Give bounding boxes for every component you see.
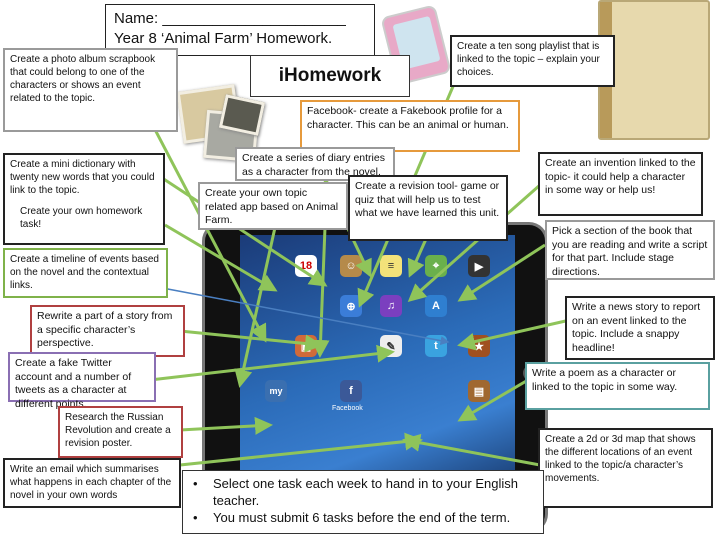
pen-app-icon: ✎: [380, 335, 402, 357]
task-timeline: Create a timeline of events based on the…: [3, 248, 168, 298]
game-app-icon: ★: [468, 335, 490, 357]
facebook-app-label: Facebook: [332, 405, 363, 412]
page-title: Year 8 ‘Animal Farm’ Homework.: [114, 30, 333, 48]
itunes-app-icon: ♫: [380, 295, 402, 317]
task-russian-revolution: Research the Russian Revolution and crea…: [58, 406, 183, 458]
twitter-app-icon: t: [425, 335, 447, 357]
calendar-day: 18: [299, 260, 313, 272]
task-twitter-account: Create a fake Twitter account and a numb…: [8, 352, 156, 410]
task-photo-album: Create a photo album scrapbook that coul…: [3, 48, 178, 132]
maps-app-icon: ⌖: [425, 255, 447, 277]
task-email-summary: Write an email which summarises what hap…: [3, 458, 181, 508]
newsstand-app-icon: ▤: [468, 380, 490, 402]
task-own-app: Create your own topic related app based …: [198, 182, 348, 230]
video-app-icon: ▶: [468, 255, 490, 277]
task-mini-dictionary-text: Create a mini dictionary with twenty new…: [10, 159, 155, 196]
title-box: Name: ______________________ Year 8 ‘Ani…: [105, 4, 375, 56]
task-revision-tool: Create a revision tool- game or quiz tha…: [348, 175, 508, 241]
myhomework-app-icon: my: [265, 380, 287, 402]
facebook-app-icon: f: [340, 380, 362, 402]
contacts-app-icon: ☺: [340, 255, 362, 277]
ihomework-heading: iHomework: [250, 55, 410, 97]
task-diary: Create a series of diary entries as a ch…: [235, 147, 395, 181]
instructions-box: Select one task each week to hand in to …: [182, 470, 544, 534]
task-script: Pick a section of the book that you are …: [545, 220, 715, 280]
name-line: Name: ______________________: [114, 10, 346, 27]
task-news-story: Write a news story to report on an event…: [565, 296, 715, 360]
safari-app-icon: ⊕: [340, 295, 362, 317]
instruction-item: You must submit 6 tasks before the end o…: [193, 510, 533, 527]
task-poem: Write a poem as a character or linked to…: [525, 362, 710, 410]
instruction-item: Select one task each week to hand in to …: [193, 476, 533, 510]
task-rewrite-story: Rewrite a part of a story from a specifi…: [30, 305, 185, 357]
task-facebook: Facebook- create a Fakebook profile for …: [300, 100, 520, 152]
task-own-homework-text: Create your own homework task!: [20, 206, 143, 230]
task-song-playlist: Create a ten song playlist that is linke…: [450, 35, 615, 87]
photo-app-icon: ▣: [295, 335, 317, 357]
notes-app-icon: ≡: [380, 255, 402, 277]
calendar-app-icon: 18: [295, 255, 317, 277]
task-mini-dictionary: Create a mini dictionary with twenty new…: [3, 153, 165, 245]
task-map: Create a 2d or 3d map that shows the dif…: [538, 428, 713, 508]
appstore-app-icon: A: [425, 295, 447, 317]
task-invention: Create an invention linked to the topic-…: [538, 152, 703, 216]
